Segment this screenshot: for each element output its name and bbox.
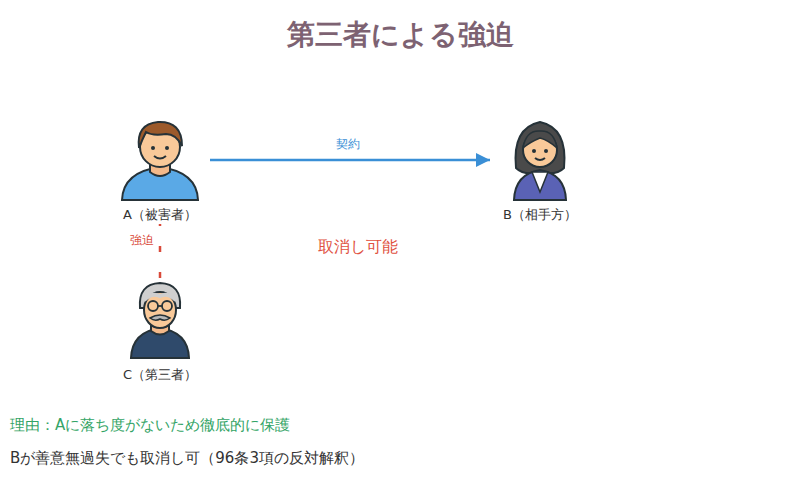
person-label: C（第三者） <box>123 366 197 384</box>
mouth <box>154 156 166 159</box>
explanation-note: Bが善意無過失でも取消し可（96条3項の反対解釈） <box>10 449 364 468</box>
eye <box>532 149 536 153</box>
mustache <box>150 315 170 320</box>
eye <box>165 146 169 150</box>
coercion-line <box>159 224 162 278</box>
edge-label: 契約 <box>336 136 360 153</box>
glasses <box>162 301 172 311</box>
face <box>144 292 176 328</box>
contract-arrow <box>210 159 490 162</box>
fringe <box>523 131 557 148</box>
diagram-title: 第三者による強迫 <box>0 16 800 54</box>
person-node: C（第三者） <box>110 278 210 384</box>
explanation-note: 理由：Aに落ち度がないため徹底的に保護 <box>10 416 290 435</box>
eye <box>544 149 548 153</box>
result-note: 取消し可能 <box>318 237 398 258</box>
person-node: B（相手方） <box>490 118 590 224</box>
suit <box>514 170 566 200</box>
eyebrows <box>144 295 176 300</box>
person-label: A（被害者） <box>123 206 197 224</box>
mouth <box>535 158 545 160</box>
person-icon-c <box>131 283 189 358</box>
hair <box>139 122 182 148</box>
glasses <box>148 301 158 311</box>
edge-label: 強迫 <box>130 232 154 249</box>
person-label: B（相手方） <box>503 206 577 224</box>
glasses-bridge <box>158 305 162 307</box>
person-icon-a <box>122 122 198 200</box>
hair <box>516 122 565 173</box>
eye <box>151 146 155 150</box>
person-node: A（被害者） <box>110 118 210 224</box>
collar <box>532 172 548 192</box>
person-icon-b <box>514 122 566 200</box>
